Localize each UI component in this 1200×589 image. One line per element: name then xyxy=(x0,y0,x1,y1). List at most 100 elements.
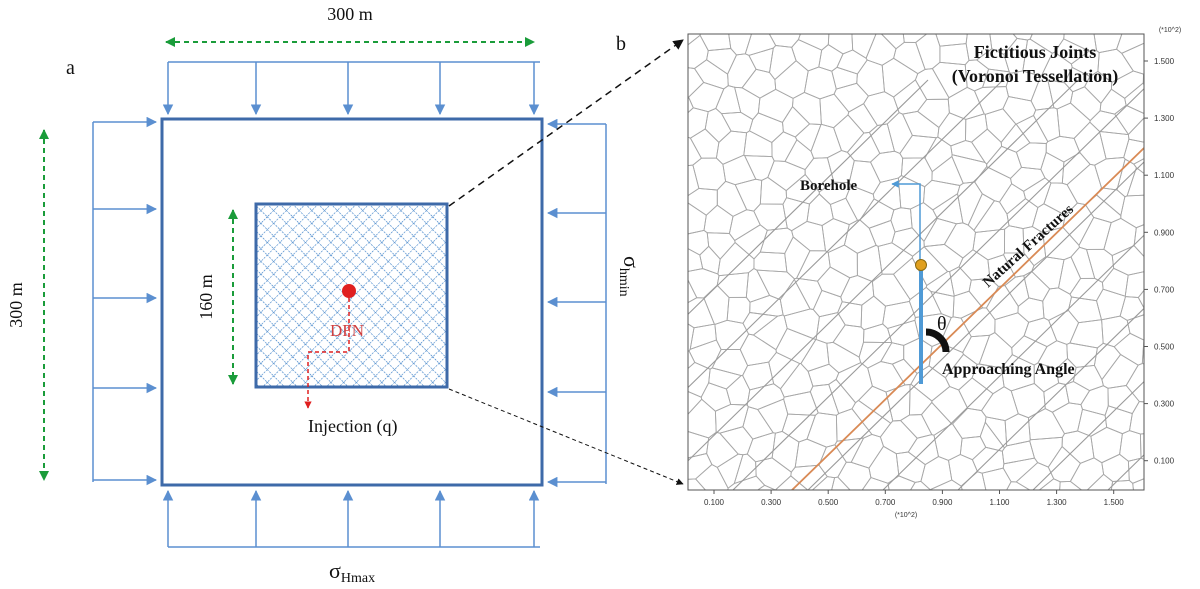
dfn-label: DFN xyxy=(330,321,364,340)
voronoi-cell xyxy=(1006,481,1031,490)
x-tick-label: 0.900 xyxy=(932,498,953,507)
fictitious-joint-trace xyxy=(882,234,1144,490)
voronoi-cell xyxy=(650,257,686,288)
sigma-hmax-label: σHmax xyxy=(329,558,375,586)
fictitious-joint-trace xyxy=(1032,380,1144,490)
voronoi-cell xyxy=(1148,362,1184,395)
borehole-pointer xyxy=(891,180,921,266)
fictitious-joint-trace xyxy=(732,88,1144,490)
y-axis-ticks: 1.500 1.300 1.100 0.900 0.700 0.500 0.300 0.100 xyxy=(1144,57,1175,466)
voronoi-cell xyxy=(1133,158,1144,174)
borehole-label: Borehole xyxy=(800,178,858,194)
voronoi-title-line2: (Voronoi Tessellation) xyxy=(952,66,1119,87)
panel-b: b Fictitious Joints (Voronoi Tessellatio… xyxy=(616,0,1184,519)
fictitious-joint-trace xyxy=(688,79,929,316)
voronoi-cell xyxy=(1155,1,1179,21)
x-axis-scale-label: (*10^2) xyxy=(895,512,917,519)
sigma-hmin-label: σhmin xyxy=(616,256,644,297)
zoom-connector-bottom xyxy=(448,388,684,485)
y-tick-label: 0.100 xyxy=(1154,457,1175,466)
x-tick-label: 0.700 xyxy=(875,498,896,507)
natural-fracture-line xyxy=(790,147,1144,490)
voronoi-cell xyxy=(1020,0,1054,25)
voronoi-cell xyxy=(929,479,963,490)
voronoi-cell xyxy=(1038,478,1061,490)
y-tick-label: 0.700 xyxy=(1154,285,1175,294)
voronoi-cell xyxy=(1131,2,1156,29)
voronoi-cell xyxy=(688,1,720,29)
voronoi-cell xyxy=(1142,73,1144,87)
voronoi-cell xyxy=(739,0,769,26)
voronoi-cell xyxy=(1086,473,1114,490)
fictitious-joint-trace xyxy=(807,161,1144,490)
width-dimension-label: 300 m xyxy=(327,4,373,24)
x-tick-label: 0.300 xyxy=(761,498,782,507)
x-tick-label: 1.100 xyxy=(989,498,1010,507)
voronoi-cell xyxy=(653,145,684,179)
voronoi-cell xyxy=(760,1,794,33)
y-tick-label: 1.500 xyxy=(1154,57,1175,66)
y-tick-label: 1.100 xyxy=(1154,171,1175,180)
voronoi-cell xyxy=(887,475,916,490)
voronoi-cell xyxy=(1126,166,1144,197)
approaching-angle-arc xyxy=(925,328,950,353)
voronoi-cell xyxy=(910,480,931,490)
y-tick-label: 0.500 xyxy=(1154,343,1175,352)
voronoi-cell xyxy=(1093,0,1131,25)
voronoi-cell xyxy=(994,0,1021,27)
bottom-load-arrows xyxy=(162,489,540,548)
voronoi-cell xyxy=(688,456,690,461)
y-tick-label: 0.300 xyxy=(1154,400,1175,409)
voronoi-cell xyxy=(694,463,729,490)
voronoi-cell xyxy=(975,3,999,31)
fictitious-joint-trace xyxy=(688,79,1079,462)
voronoi-cell xyxy=(688,478,707,490)
voronoi-cell xyxy=(652,411,684,438)
injection-label: Injection (q) xyxy=(308,416,397,437)
voronoi-cell xyxy=(1151,311,1184,342)
voronoi-cell xyxy=(966,34,968,35)
y-tick-label: 1.300 xyxy=(1154,114,1175,123)
approaching-angle-label: Approaching Angle xyxy=(942,361,1075,378)
zoom-connector-top xyxy=(448,39,684,207)
dfn-dimension-label: 160 m xyxy=(196,274,216,320)
voronoi-cell xyxy=(1059,480,1083,490)
voronoi-cell xyxy=(1093,34,1095,35)
voronoi-title-line1: Fictitious Joints xyxy=(974,42,1097,62)
theta-symbol: θ xyxy=(937,313,947,335)
voronoi-cell xyxy=(981,467,1012,490)
voronoi-cell xyxy=(923,0,957,30)
voronoi-cell xyxy=(1139,433,1144,460)
fictitious-joint-trace xyxy=(957,307,1144,490)
model-boundary xyxy=(160,117,544,487)
voronoi-cell xyxy=(657,355,676,387)
voronoi-cell xyxy=(960,471,987,490)
voronoi-cell xyxy=(656,172,687,205)
voronoi-cell xyxy=(1124,82,1144,115)
panel-a: a 300 m 300 m xyxy=(6,4,644,586)
voronoi-cell xyxy=(831,476,851,490)
voronoi-cell xyxy=(861,476,890,490)
plot-frame xyxy=(687,33,1145,491)
y-tick-label: 0.900 xyxy=(1154,228,1175,237)
voronoi-mesh xyxy=(649,0,1184,490)
injection-path xyxy=(304,298,350,409)
voronoi-cell xyxy=(1147,188,1171,226)
fictitious-joint-trace xyxy=(688,79,1004,389)
x-tick-label: 0.500 xyxy=(818,498,839,507)
right-load-arrows xyxy=(546,118,607,488)
voronoi-cell xyxy=(774,475,809,490)
x-tick-label: 0.100 xyxy=(704,498,725,507)
voronoi-cell xyxy=(1114,104,1144,136)
panel-a-label: a xyxy=(66,57,75,79)
voronoi-cell xyxy=(649,66,681,98)
voronoi-cell xyxy=(1128,401,1144,435)
y-axis-scale-label: (*10^2) xyxy=(1159,27,1181,34)
voronoi-cell xyxy=(811,476,836,490)
top-load-arrows xyxy=(162,61,540,116)
voronoi-cell xyxy=(650,100,679,138)
voronoi-cell xyxy=(1133,224,1144,258)
x-tick-label: 1.300 xyxy=(1047,498,1068,507)
